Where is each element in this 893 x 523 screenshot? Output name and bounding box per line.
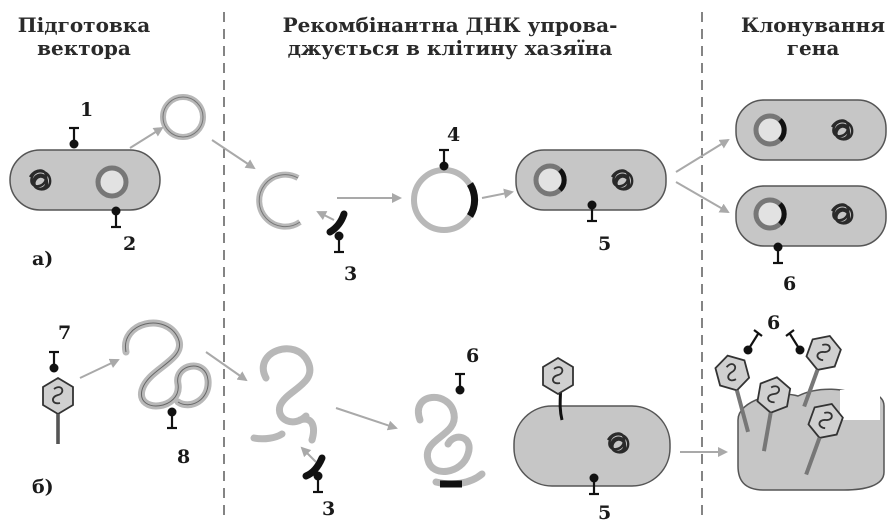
marker-3b <box>311 470 325 494</box>
marker-8 <box>165 406 179 430</box>
arrow-insert-to-cut-b <box>300 446 317 463</box>
marker-6b <box>453 372 467 396</box>
column-header-left-line1: Підготовка <box>17 13 151 37</box>
marker-4 <box>437 148 451 172</box>
marker-1 <box>67 126 81 150</box>
label-7: 7 <box>58 322 72 344</box>
label-3b: 3 <box>322 498 336 520</box>
arrow-insert-to-cut <box>316 211 335 221</box>
arrow-cut-to-recombinant-b <box>335 407 398 431</box>
recombinant-phage-dna <box>414 394 486 488</box>
marker-3a <box>332 230 346 254</box>
column-header-right-line2: гена <box>786 36 840 60</box>
arrow-dna-to-cut <box>205 351 248 382</box>
arrow-to-clone-top <box>675 138 730 173</box>
recombinant-plasmid <box>411 167 477 233</box>
column-header-right: Клонування гена <box>728 14 893 60</box>
host-cell-b <box>513 357 671 487</box>
label-8: 8 <box>177 446 191 468</box>
column-header-middle-line2: джується в клітину хазяїна <box>287 36 613 60</box>
cut-phage-dna <box>250 345 317 444</box>
label-3a: 3 <box>344 263 358 285</box>
column-header-left: Підготовка вектора <box>4 14 164 60</box>
marker-6a <box>771 241 785 265</box>
marker-2 <box>109 205 123 229</box>
label-6b: 6 <box>466 345 480 367</box>
arrow-to-clone-bottom <box>675 181 730 213</box>
arrow-recombinant-to-host <box>481 188 514 199</box>
label-4: 4 <box>447 124 461 146</box>
phage-dna <box>122 319 212 410</box>
marker-6c <box>743 329 805 355</box>
label-1: 1 <box>80 99 94 121</box>
row-label-b: б) <box>32 476 54 498</box>
insert-fragment-a <box>326 210 348 236</box>
arrow-phage-to-dna <box>79 358 120 379</box>
insert-fragment-b <box>302 454 326 480</box>
column-header-left-line2: вектора <box>37 36 131 60</box>
cut-plasmid <box>256 171 302 230</box>
clone-cell-2 <box>735 185 887 247</box>
phage-b <box>42 377 74 444</box>
label-5a: 5 <box>598 233 612 255</box>
column-header-right-line1: Клонування <box>741 13 885 37</box>
marker-7 <box>47 350 61 374</box>
clone-cell-1 <box>735 99 887 161</box>
column-header-middle-line1: Рекомбінантна ДНК упрова- <box>282 13 618 37</box>
arrow-plasmid-to-cut <box>211 139 256 170</box>
label-5b: 5 <box>598 502 612 523</box>
label-6c: 6 <box>767 312 781 334</box>
row-label-a: а) <box>32 248 54 270</box>
bacterium-cell-a <box>9 149 161 211</box>
label-2: 2 <box>123 233 137 255</box>
label-6a: 6 <box>783 273 797 295</box>
lysing-cell <box>712 329 885 491</box>
arrow-cell-to-plasmid <box>129 126 164 149</box>
column-header-middle: Рекомбінантна ДНК упрова- джується в клі… <box>255 14 645 60</box>
